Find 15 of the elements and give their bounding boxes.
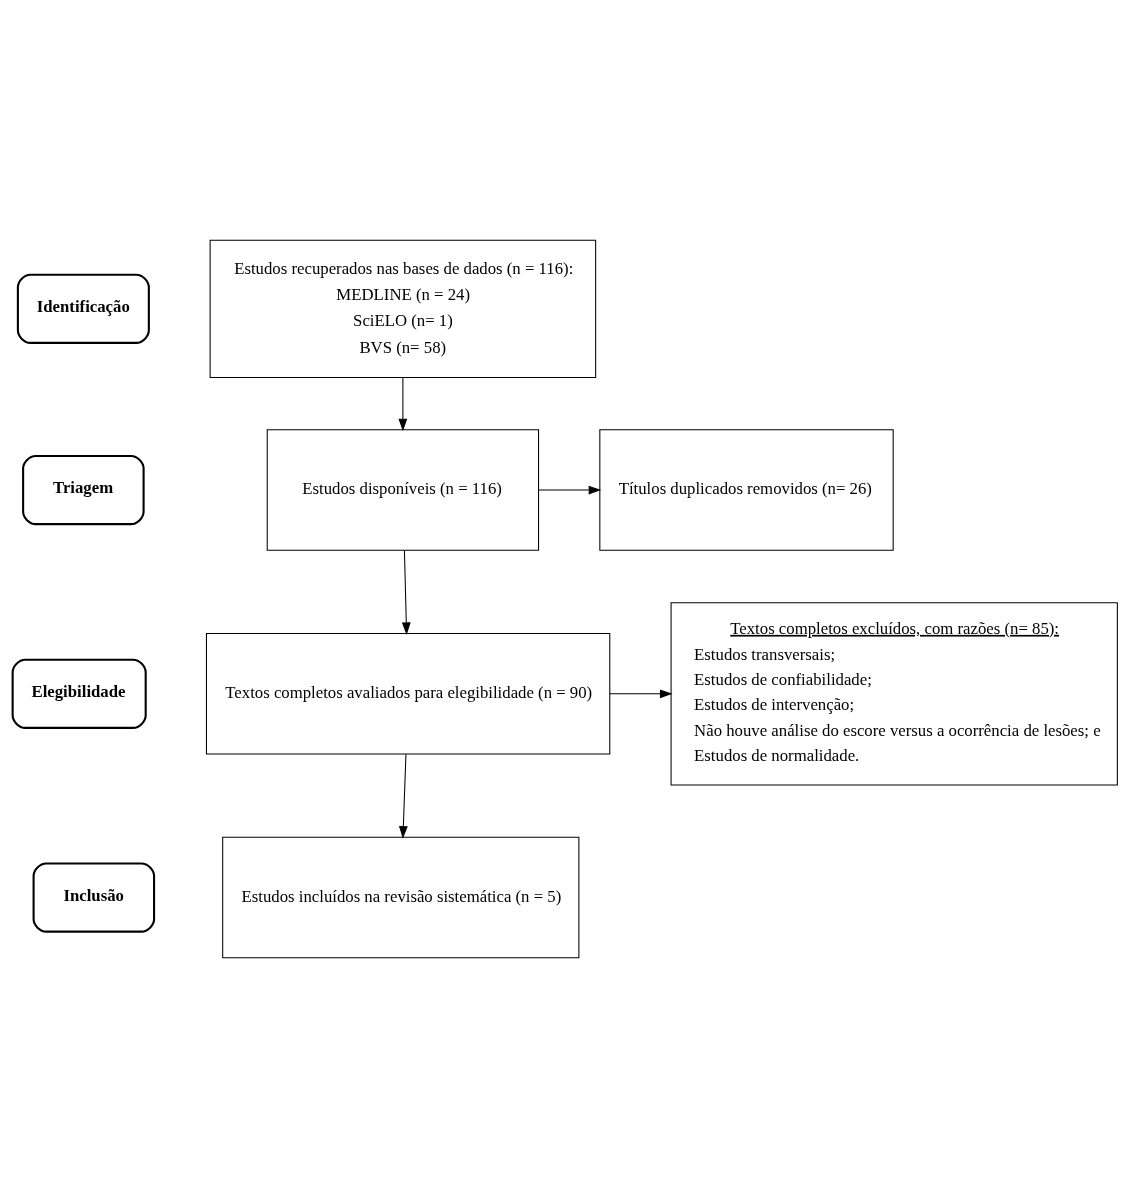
node-box: Triagem — [22, 454, 145, 526]
arrow — [401, 550, 411, 635]
arrow — [538, 485, 602, 495]
arrow — [398, 753, 408, 839]
arrow — [398, 377, 408, 432]
node-box: Identificação — [16, 273, 150, 344]
node-box: Estudos incluídos na revisão sistemática (n = 5) — [222, 836, 580, 959]
node-box: Elegibilidade — [11, 658, 147, 729]
node-box: Títulos duplicados removidos (n= 26) — [599, 429, 894, 551]
node-box: Estudos disponíveis (n = 116) — [266, 429, 540, 551]
node-box: Textos completos avaliados para elegibilidade (n = 90) — [205, 633, 611, 755]
arrow — [609, 689, 673, 699]
node-box: Textos completos excluídos, com razões (n= 85): Estudos transversais; Estudos de confiabilidade; Estudos de intervenção; Não houve análise do escore versus a ocorrência de lesões; e Estudos de normalidade. — [670, 602, 1118, 786]
node-box: Inclusão — [32, 862, 156, 933]
node-box: Estudos recuperados nas bases de dados (n = 116): MEDLINE (n = 24) SciELO (n= 1) BVS (n= 58) — [209, 239, 597, 378]
